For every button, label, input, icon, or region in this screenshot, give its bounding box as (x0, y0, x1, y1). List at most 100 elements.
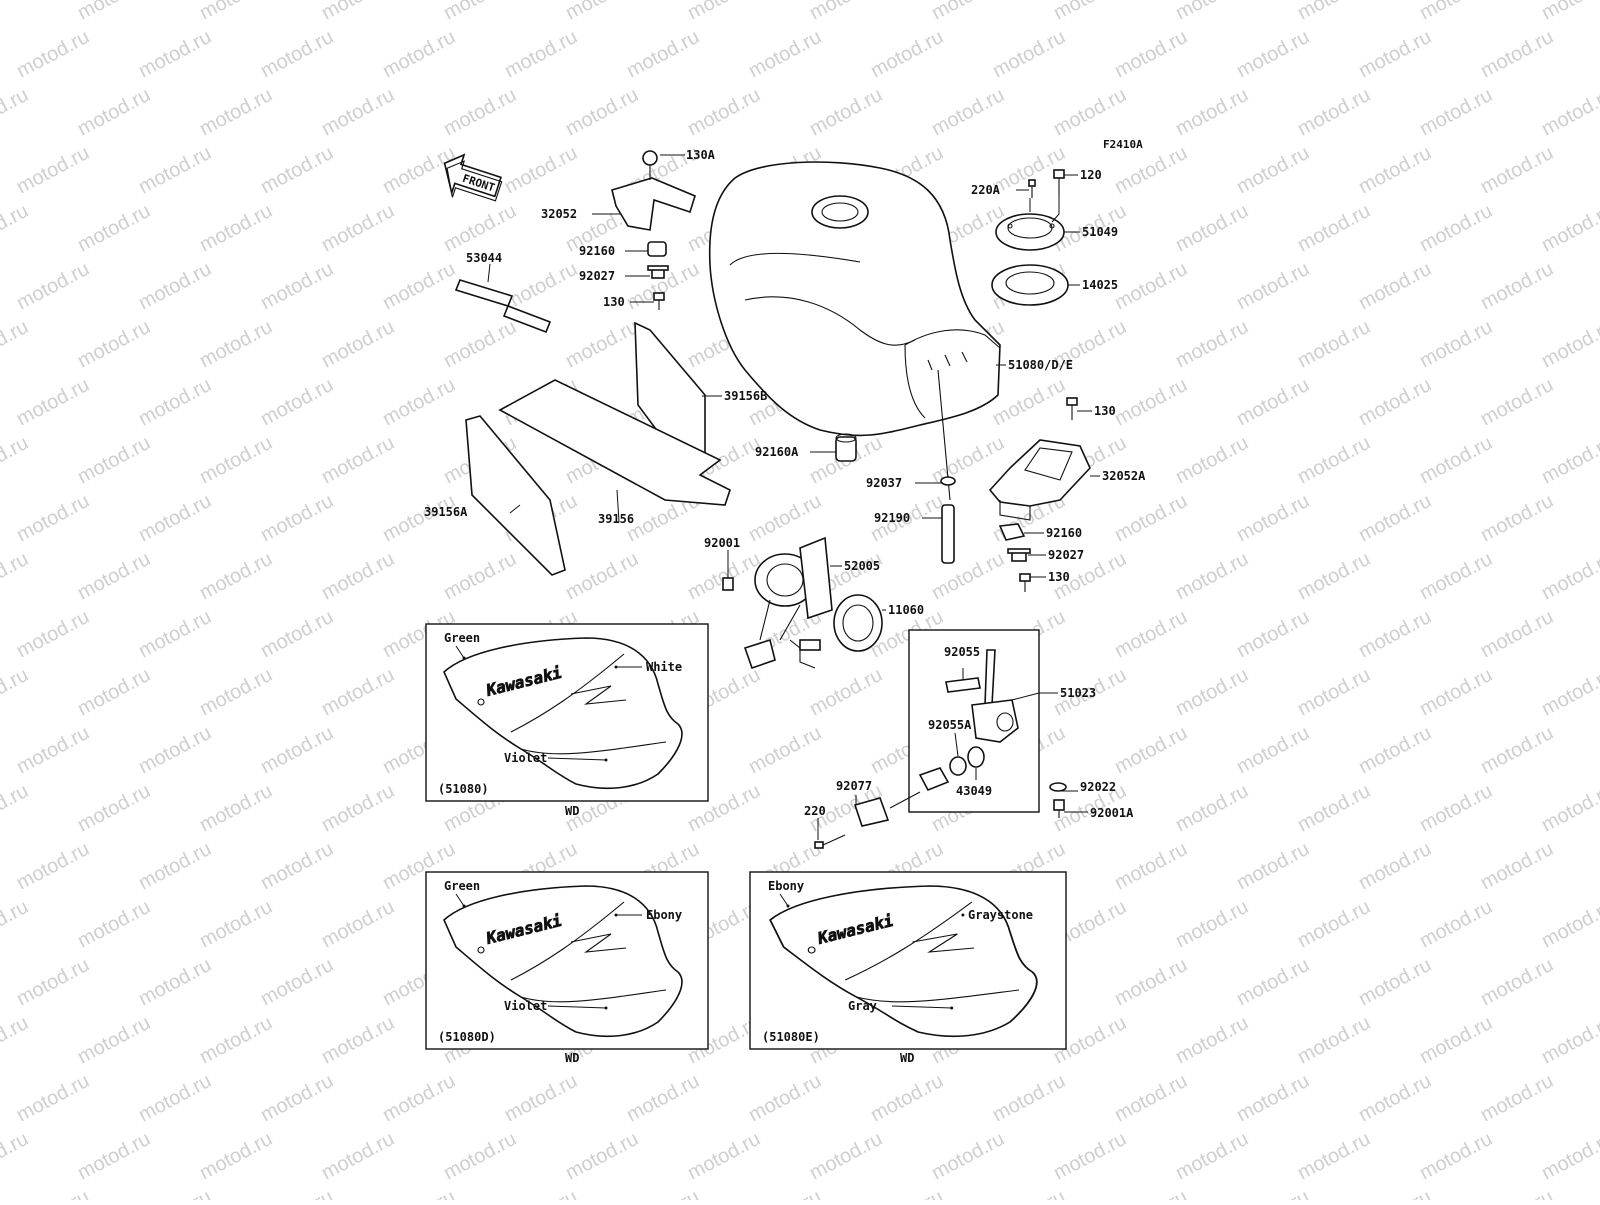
tank-cover-shape (443, 637, 683, 790)
watermark-text: motod.ru (1233, 838, 1313, 894)
watermark-text: motod.ru (501, 1186, 581, 1200)
bolt-130-right2 (1019, 573, 1031, 592)
watermark-text: motod.ru (989, 26, 1069, 82)
front-arrow-icon: FRONT (443, 153, 503, 202)
watermark-text: motod.ru (1355, 722, 1435, 778)
watermark-text: motod.ru (562, 84, 642, 140)
watermark-text: motod.ru (1294, 664, 1374, 720)
watermark-text: motod.ru (1538, 664, 1600, 720)
color-upper-right: White (646, 660, 682, 674)
label-92001A: 92001A (1090, 806, 1134, 820)
variant-code: (51080E) (762, 1030, 820, 1044)
watermark-text: motod.ru (1294, 432, 1374, 488)
watermark-text: motod.ru (318, 1012, 398, 1068)
watermark-text: motod.ru (318, 1128, 398, 1184)
watermark-text: motod.ru (1477, 26, 1557, 82)
watermark-text: motod.ru (1355, 374, 1435, 430)
watermark-text: motod.ru (989, 1186, 1069, 1200)
watermark-text: motod.ru (318, 316, 398, 372)
figure-code: F2410A (1103, 138, 1143, 151)
watermark-text: motod.ru (623, 1186, 703, 1200)
color-upper-right: Graystone (968, 908, 1033, 922)
watermark-text: motod.ru (318, 0, 398, 24)
watermark-text: motod.ru (867, 1186, 947, 1200)
color-lower: Violet (504, 999, 547, 1013)
oring-92055A (949, 756, 967, 776)
watermark-text: motod.ru (1477, 142, 1557, 198)
label-92160-top: 92160 (579, 244, 615, 258)
watermark-text: motod.ru (440, 0, 520, 24)
bolt-92001 (722, 577, 734, 591)
watermark-text: motod.ru (1172, 548, 1252, 604)
watermark-text: motod.ru (318, 896, 398, 952)
label-51080DE: 51080/D/E (1008, 358, 1073, 372)
watermark-text: motod.ru (501, 142, 581, 198)
watermark-text: motod.ru (379, 374, 459, 430)
screw-220 (814, 834, 846, 849)
watermark-text: motod.ru (1111, 1186, 1191, 1200)
watermark-text: motod.ru (684, 548, 764, 604)
watermark-text: motod.ru (1477, 838, 1557, 894)
watermark-text: motod.ru (928, 548, 1008, 604)
watermark-text: motod.ru (196, 84, 276, 140)
watermark-text: motod.ru (867, 1070, 947, 1126)
watermark-text: motod.ru (0, 432, 32, 488)
label-92077: 92077 (836, 779, 872, 793)
watermark-text: motod.ru (257, 26, 337, 82)
watermark-text: motod.ru (1294, 1012, 1374, 1068)
watermark-text: motod.ru (135, 1070, 215, 1126)
watermark-text: motod.ru (1477, 374, 1557, 430)
tank-cover-shape (769, 885, 1038, 1038)
pad-39156 (498, 379, 731, 506)
watermark-text: motod.ru (379, 1186, 459, 1200)
watermark-text: motod.ru (1233, 142, 1313, 198)
label-92055: 92055 (944, 645, 980, 659)
hose-92190 (941, 504, 955, 564)
watermark-text: motod.ru (623, 1070, 703, 1126)
collar-92027-top (647, 265, 669, 279)
damper-92160-top (647, 241, 667, 257)
watermark-text: motod.ru (1538, 1128, 1600, 1184)
watermark-text: motod.ru (1294, 0, 1374, 24)
watermark-text: motod.ru (1538, 84, 1600, 140)
watermark-text: motod.ru (989, 374, 1069, 430)
label-92001: 92001 (704, 536, 740, 550)
watermark-text: motod.ru (1477, 954, 1557, 1010)
watermark-text: motod.ru (1172, 316, 1252, 372)
watermark-text: motod.ru (196, 1128, 276, 1184)
watermark-text: motod.ru (257, 1070, 337, 1126)
color-lower: Violet (504, 751, 547, 765)
label-51049: 51049 (1082, 225, 1118, 239)
watermark-text: motod.ru (1050, 0, 1130, 24)
fuel-tank (708, 161, 1001, 501)
watermark-text: motod.ru (0, 1012, 32, 1068)
label-92027-right: 92027 (1048, 548, 1084, 562)
watermark-text: motod.ru (135, 1186, 215, 1200)
watermark-text: motod.ru (501, 26, 581, 82)
watermark-text: motod.ru (1416, 0, 1496, 24)
label-32052: 32052 (541, 207, 577, 221)
watermark-text: motod.ru (1050, 84, 1130, 140)
label-92022: 92022 (1080, 780, 1116, 794)
watermark-text: motod.ru (196, 432, 276, 488)
watermark-text: motod.ru (135, 258, 215, 314)
watermark-text: motod.ru (318, 780, 398, 836)
watermark-text: motod.ru (745, 1070, 825, 1126)
label-14025: 14025 (1082, 278, 1118, 292)
watermark-text: motod.ru (806, 84, 886, 140)
watermark-text: motod.ru (562, 548, 642, 604)
clip-92037 (940, 476, 956, 486)
watermark-text: motod.ru (1416, 664, 1496, 720)
watermark-text: motod.ru (196, 200, 276, 256)
watermark-text: motod.ru (1355, 142, 1435, 198)
label-130-top: 130 (603, 295, 625, 309)
watermark-text: motod.ru (1477, 1186, 1557, 1200)
watermark-text: motod.ru (1172, 432, 1252, 488)
watermark-text: motod.ru (74, 316, 154, 372)
part-labels: 130A 32052 92160 92027 130 53044 39156B … (424, 148, 1146, 820)
watermark-text: motod.ru (1233, 1070, 1313, 1126)
watermark-text: motod.ru (135, 838, 215, 894)
watermark-text: motod.ru (13, 606, 93, 662)
watermark-text: motod.ru (74, 84, 154, 140)
